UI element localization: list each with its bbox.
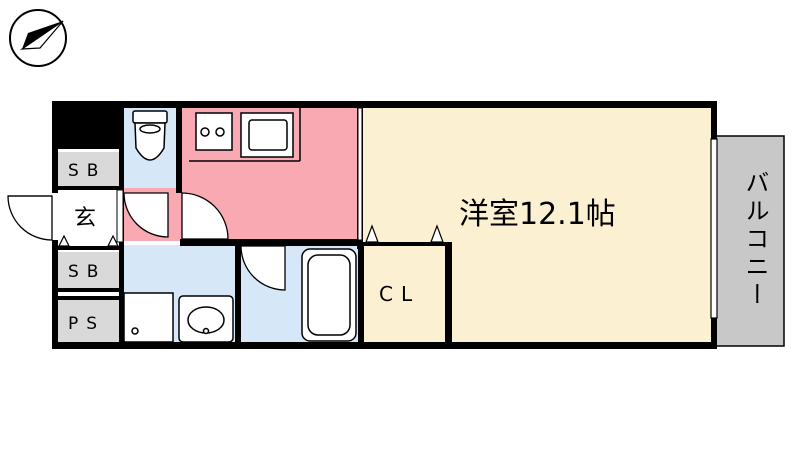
shoe-box-label-top: SB (68, 161, 106, 181)
entrance-area (57, 190, 119, 245)
washing-machine-icon (123, 292, 174, 343)
shoe-box-label-bottom: SB (68, 262, 106, 282)
shoe-box-top (57, 152, 119, 186)
balcony-window (710, 138, 718, 319)
closet-label: CL (379, 282, 420, 306)
closet-doors (58, 224, 444, 247)
entrance-step (116, 189, 124, 243)
bathtub-icon (301, 248, 357, 342)
partition (357, 107, 363, 241)
sink-icon (240, 112, 294, 158)
north-arrow-icon (9, 9, 67, 67)
pipe-space-label: PS (68, 314, 105, 334)
door-swings (7, 192, 286, 291)
entrance-label: 玄 (74, 206, 96, 231)
balcony-label: バルコニー (741, 170, 769, 310)
toilet-icon (132, 110, 168, 161)
wash-basin-icon (178, 295, 234, 343)
closet (363, 242, 449, 346)
western-room-label: 洋室12.1帖 (459, 197, 616, 232)
shoe-box-bottom (57, 252, 119, 288)
balcony (715, 135, 785, 347)
pipe-space (57, 300, 119, 342)
stove-icon (195, 112, 233, 151)
